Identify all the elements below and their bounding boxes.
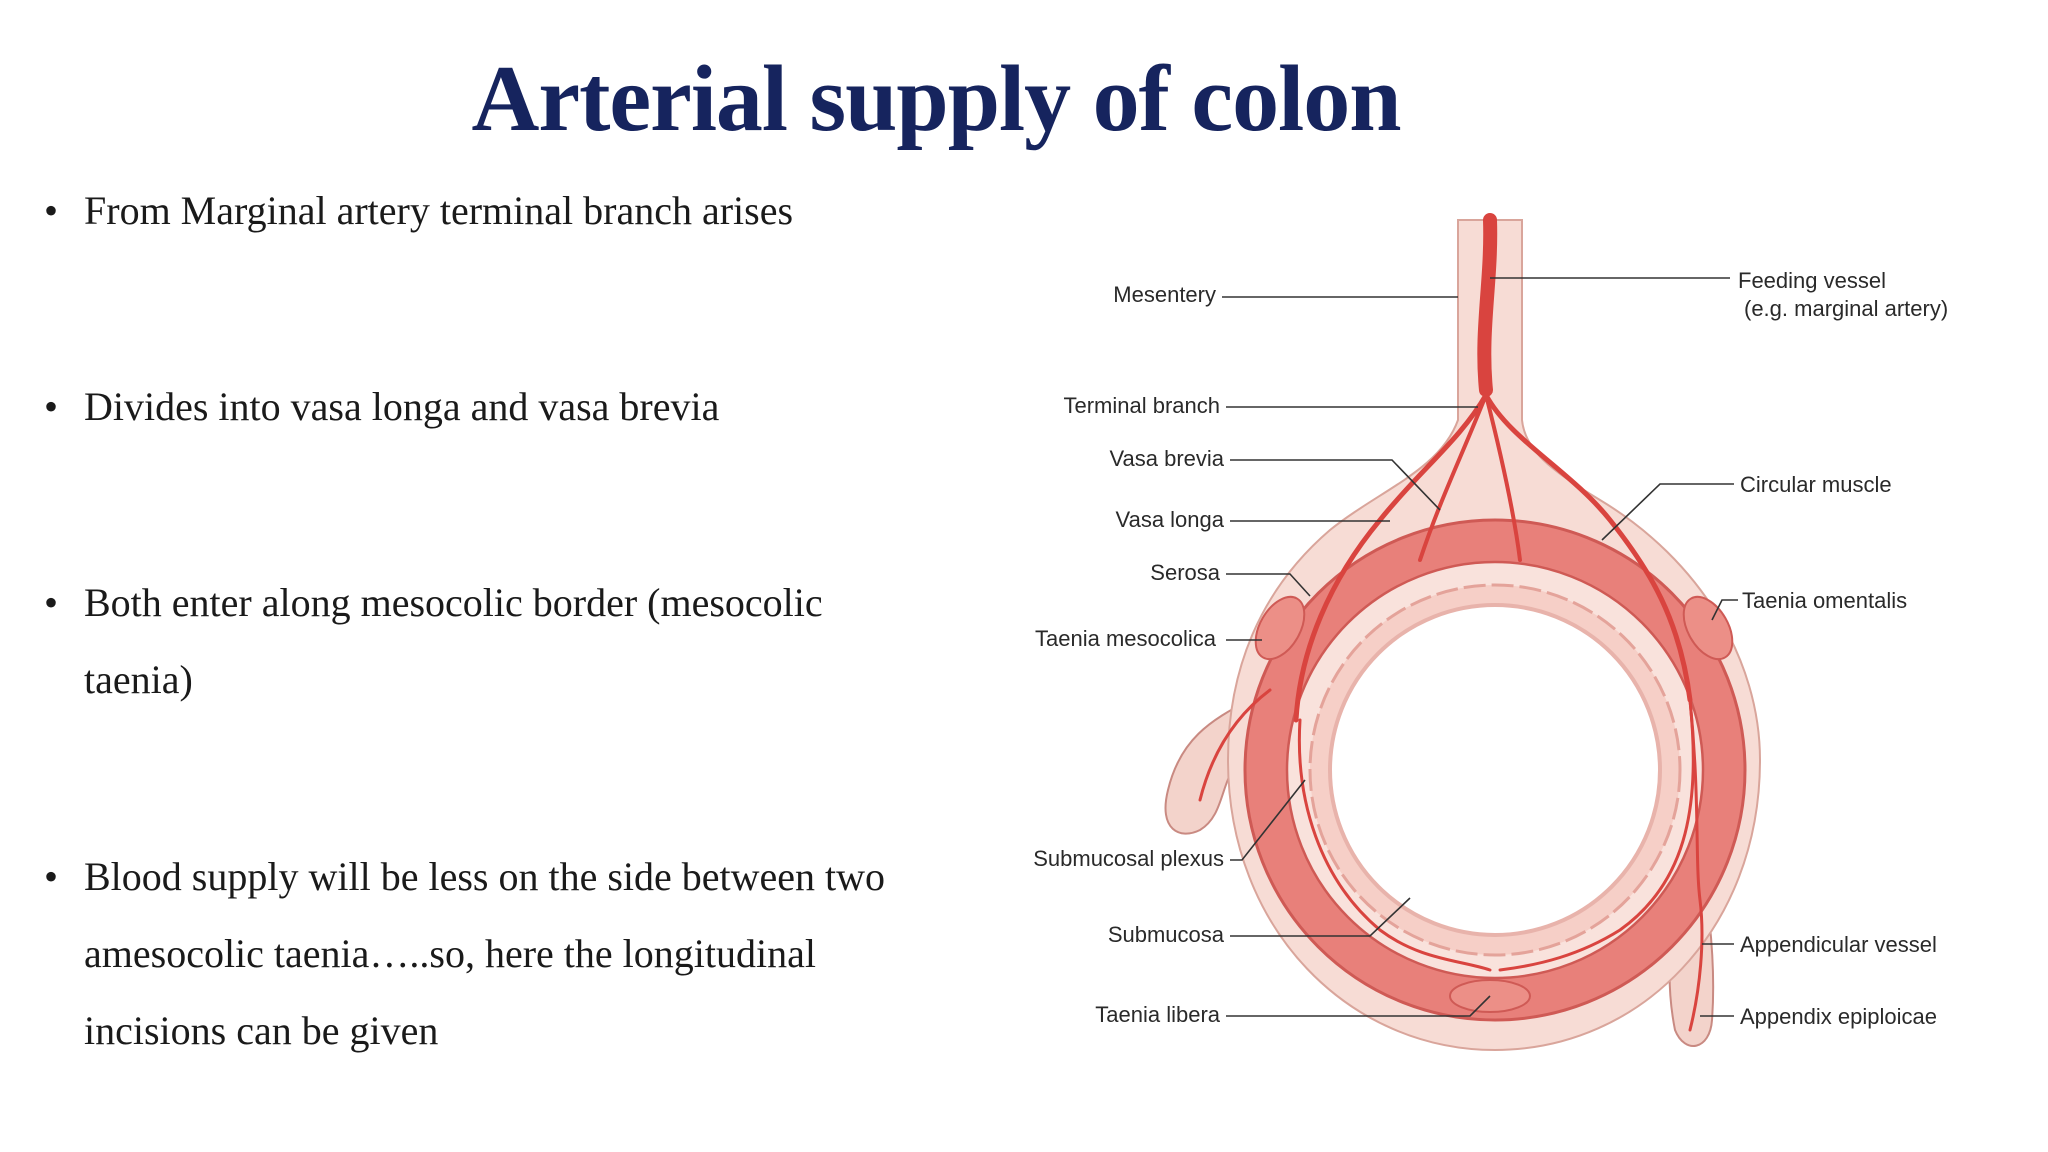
colon-lumen — [1328, 603, 1662, 937]
label-appendix-epiploicae: Appendix epiploicae — [1740, 1004, 1937, 1029]
label-feeding-vessel: Feeding vessel — [1738, 268, 1886, 293]
bullet-dot: • — [44, 854, 59, 899]
slide-title: Arterial supply of colon — [471, 47, 1401, 151]
colon-cross-section-diagram: Mesentery Terminal branch Vasa brevia Va… — [1033, 213, 1948, 1052]
taenia-mesocolica-bump — [1254, 595, 1306, 661]
vessel-network — [1198, 213, 1704, 1032]
label-appendicular-vessel: Appendicular vessel — [1740, 932, 1937, 957]
bullet-dot: • — [44, 580, 59, 625]
bullet-item: • Blood supply will be less on the side … — [44, 838, 924, 1069]
label-submucosa: Submucosa — [1108, 922, 1225, 947]
label-taenia-libera: Taenia libera — [1095, 1002, 1221, 1027]
label-circular-muscle: Circular muscle — [1740, 472, 1892, 497]
label-submucosal-plexus: Submucosal plexus — [1033, 846, 1224, 871]
label-serosa: Serosa — [1150, 560, 1220, 585]
label-vasa-brevia: Vasa brevia — [1109, 446, 1224, 471]
label-terminal-branch: Terminal branch — [1063, 393, 1220, 418]
bullet-text: Blood supply will be less on the side be… — [84, 854, 886, 1053]
bullet-item: • From Marginal artery terminal branch a… — [44, 172, 924, 249]
label-feeding-vessel-note: (e.g. marginal artery) — [1744, 296, 1948, 321]
label-taenia-omentalis: Taenia omentalis — [1742, 588, 1907, 613]
label-taenia-mesocolica: Taenia mesocolica — [1035, 626, 1217, 651]
taenia-omentalis-bump — [1682, 595, 1734, 661]
bullet-dot: • — [44, 384, 59, 429]
leader-lines — [1222, 277, 1738, 1017]
bullet-item: • Both enter along mesocolic border (mes… — [44, 564, 924, 718]
bullet-item: • Divides into vasa longa and vasa brevi… — [44, 368, 924, 445]
label-vasa-longa: Vasa longa — [1116, 507, 1225, 532]
bullet-text: Both enter along mesocolic border (mesoc… — [84, 580, 823, 702]
bullet-dot: • — [44, 188, 59, 233]
label-mesentery: Mesentery — [1113, 282, 1216, 307]
bullet-text: Divides into vasa longa and vasa brevia — [84, 384, 720, 429]
bullet-text: From Marginal artery terminal branch ari… — [84, 188, 794, 233]
